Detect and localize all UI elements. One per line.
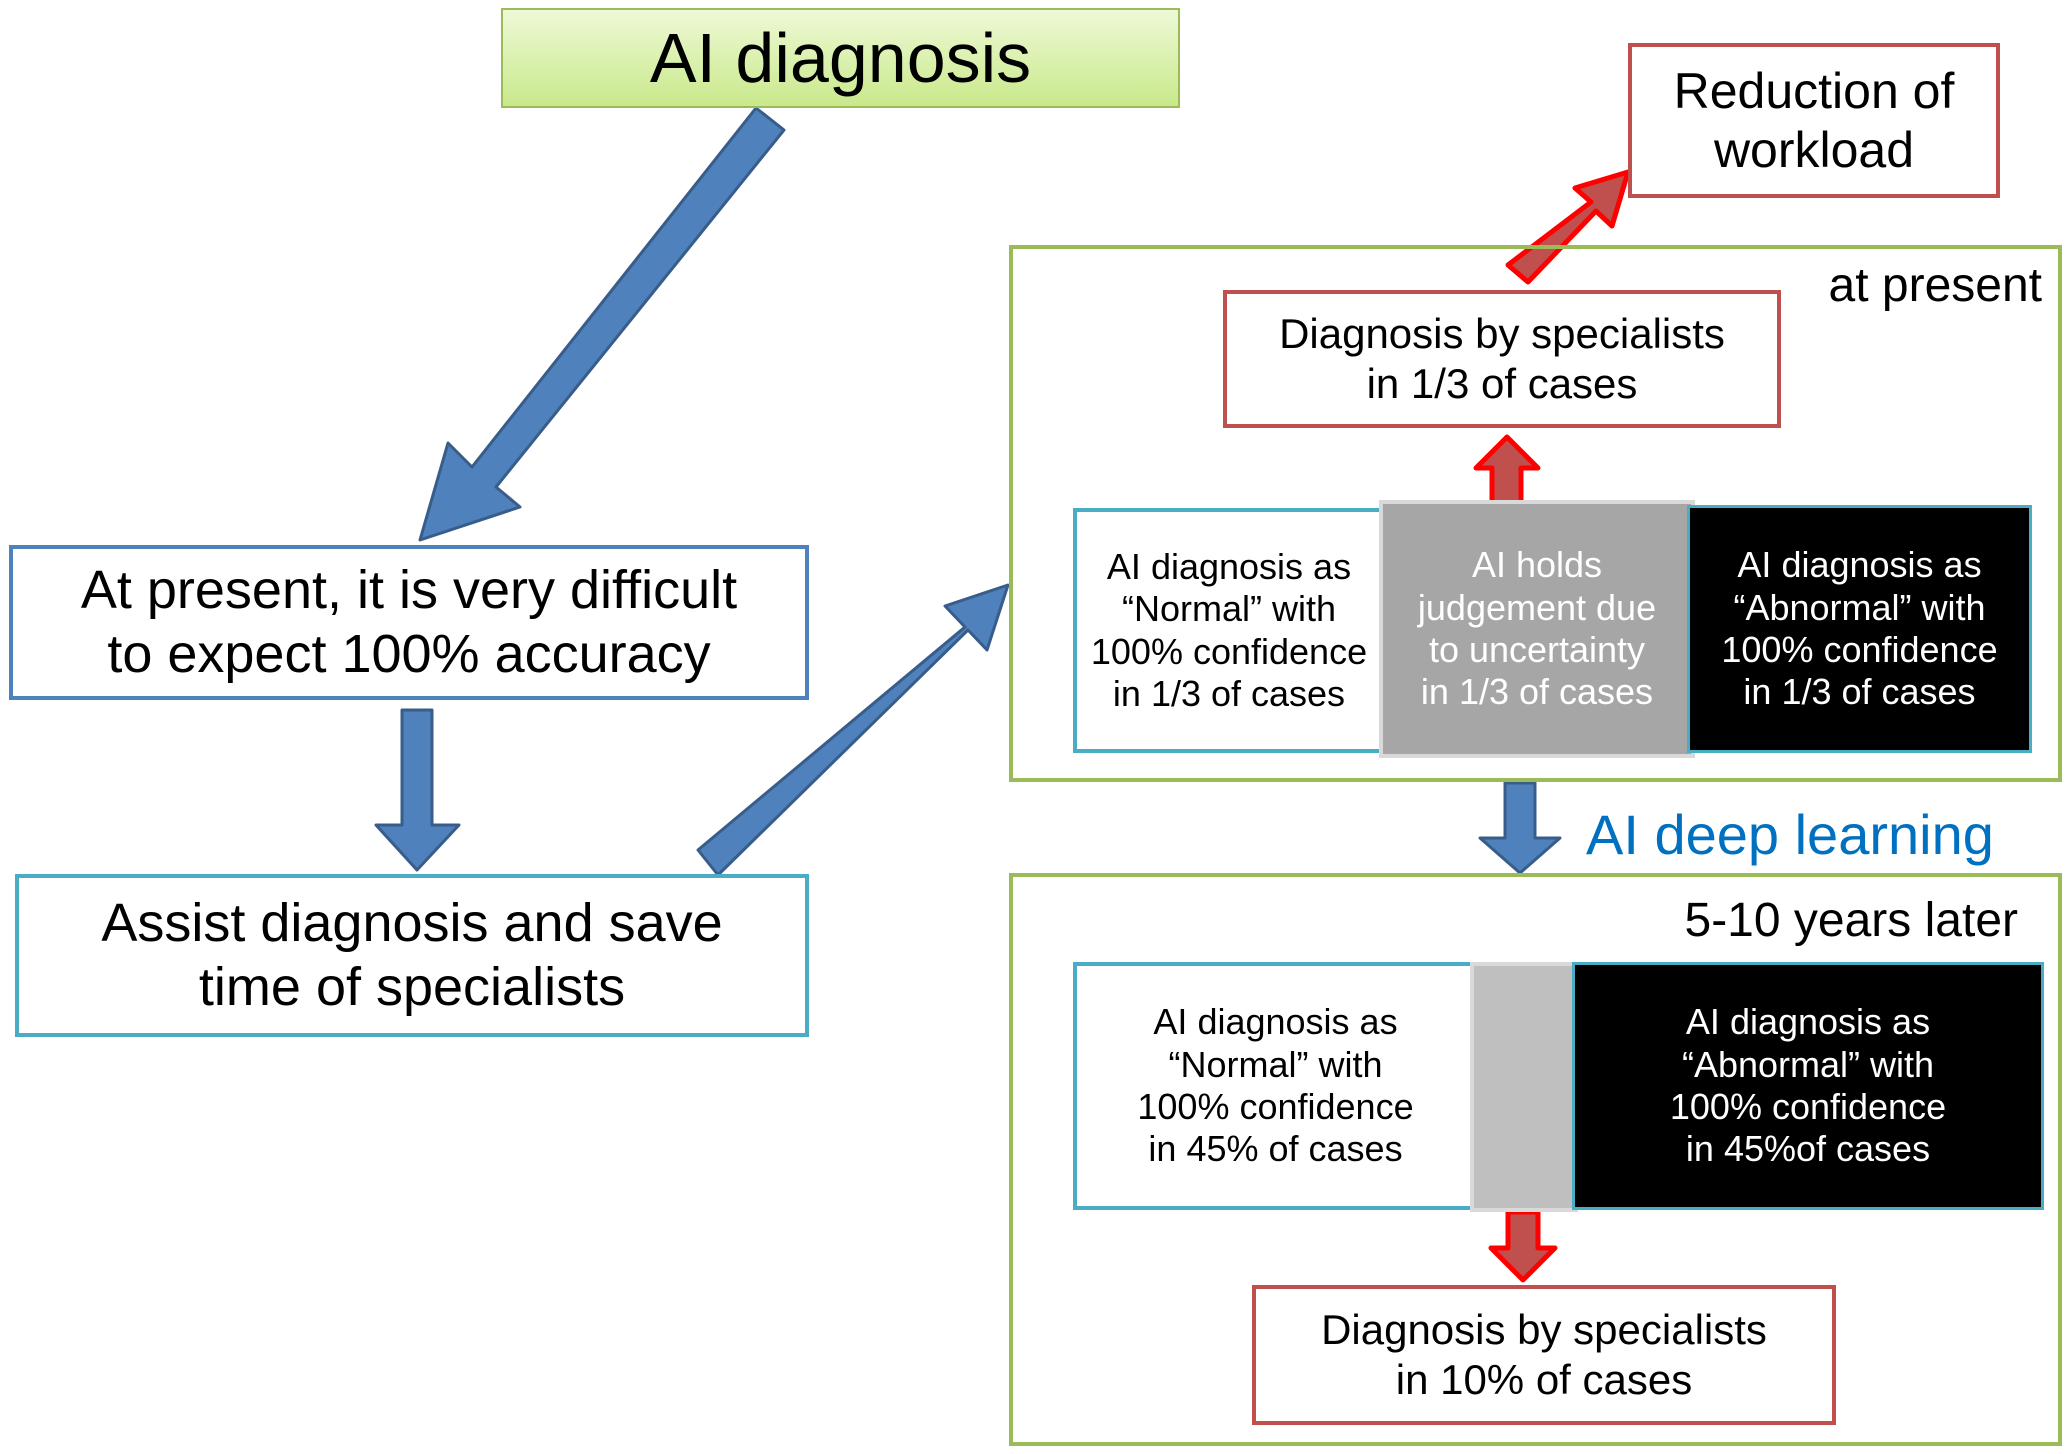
arrow-accuracy-to-assist	[374, 708, 461, 872]
present-abnormal-text: AI diagnosis as “Abnormal” with 100% con…	[1721, 544, 1998, 713]
arrow-assist-to-present	[696, 583, 1010, 877]
later-abnormal-text: AI diagnosis as “Abnormal” with 100% con…	[1669, 1001, 1947, 1170]
present-specialists-text: Diagnosis by specialists in 1/3 of cases	[1279, 310, 1725, 407]
later-specialists-text: Diagnosis by specialists in 10% of cases	[1321, 1306, 1767, 1403]
present-abnormal-box: AI diagnosis as “Abnormal” with 100% con…	[1687, 505, 2032, 753]
present-holds-text: AI holds judgement due to uncertainty in…	[1417, 544, 1657, 713]
present-frame	[1009, 245, 2062, 782]
arrow-title-to-accuracy	[418, 106, 786, 542]
workload-text: Reduction of workload	[1673, 62, 1955, 178]
accuracy-box: At present, it is very difficult to expe…	[9, 545, 809, 700]
title-text: AI diagnosis	[649, 18, 1032, 97]
arrow-to-workload	[1505, 169, 1631, 285]
present-label: at present	[1828, 259, 2042, 312]
arrow-deep-learning	[1478, 781, 1562, 875]
present-specialists-box: Diagnosis by specialists in 1/3 of cases	[1223, 290, 1781, 428]
later-specialists-box: Diagnosis by specialists in 10% of cases	[1252, 1285, 1836, 1425]
later-normal-box: AI diagnosis as “Normal” with 100% confi…	[1073, 962, 1478, 1210]
later-normal-text: AI diagnosis as “Normal” with 100% confi…	[1137, 1001, 1414, 1170]
deep-learning-label: AI deep learning	[1586, 803, 1994, 866]
later-frame	[1009, 873, 2062, 1446]
arrow-to-later-specialists	[1488, 1209, 1558, 1283]
later-uncertain-strip	[1470, 962, 1578, 1212]
present-holds-box: AI holds judgement due to uncertainty in…	[1379, 500, 1695, 758]
assist-box: Assist diagnosis and save time of specia…	[15, 874, 809, 1037]
later-abnormal-box: AI diagnosis as “Abnormal” with 100% con…	[1572, 962, 2044, 1210]
workload-box: Reduction of workload	[1628, 43, 2000, 198]
accuracy-text: At present, it is very difficult to expe…	[80, 559, 738, 684]
title-box: AI diagnosis	[501, 8, 1180, 108]
assist-text: Assist diagnosis and save time of specia…	[101, 892, 723, 1017]
arrow-to-present-specialists	[1473, 434, 1541, 508]
later-label: 5-10 years later	[1684, 894, 2019, 947]
present-normal-box: AI diagnosis as “Normal” with 100% confi…	[1073, 508, 1385, 753]
present-normal-text: AI diagnosis as “Normal” with 100% confi…	[1090, 545, 1368, 714]
